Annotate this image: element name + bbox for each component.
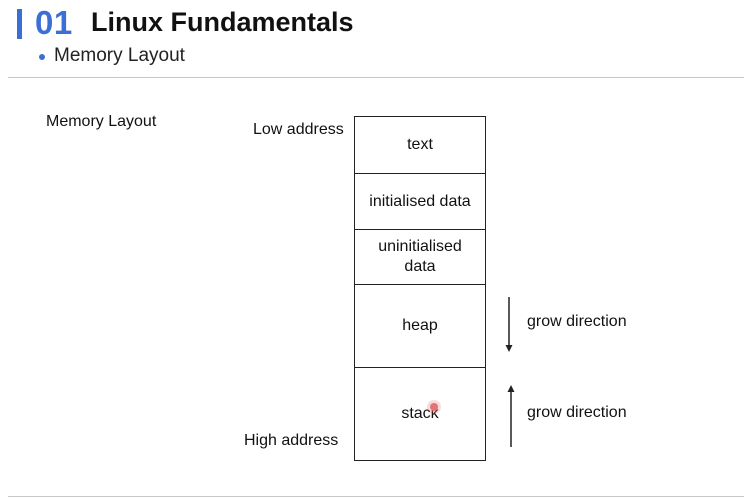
segment-initialised-data-label: initialised data (369, 192, 471, 210)
segment-heap: heap (355, 285, 485, 368)
segment-heap-label: heap (402, 317, 438, 334)
segment-initialised-data: initialised data (355, 174, 485, 230)
segment-uninitialised-data-label: uninitialised data (378, 238, 462, 275)
title-accent-bar (17, 9, 22, 39)
arrow-down-icon (504, 297, 514, 353)
segment-text-label: text (407, 136, 433, 153)
footer-divider (8, 496, 744, 497)
page-title: Linux Fundamentals (91, 7, 354, 37)
memory-layout-stack: text initialised data uninitialised data… (354, 116, 486, 461)
stack-grow-direction-label: grow direction (527, 404, 627, 421)
diagram-label: Memory Layout (46, 113, 157, 130)
segment-stack: stack (355, 368, 485, 460)
subtitle-text: Memory Layout (54, 45, 185, 66)
mouse-cursor-indicator (430, 403, 438, 411)
arrow-up-icon (506, 385, 516, 447)
section-number: 01 (35, 4, 73, 41)
subtitle-bullet: Memory Layout (39, 45, 185, 67)
heap-grow-direction-label: grow direction (527, 313, 627, 330)
segment-uninitialised-data: uninitialised data (355, 230, 485, 285)
bullet-dot-icon (39, 54, 45, 60)
high-address-label: High address (244, 432, 339, 449)
header-divider (8, 77, 744, 78)
segment-text: text (355, 117, 485, 174)
segment-stack-label: stack (401, 405, 439, 422)
low-address-label: Low address (253, 121, 344, 138)
